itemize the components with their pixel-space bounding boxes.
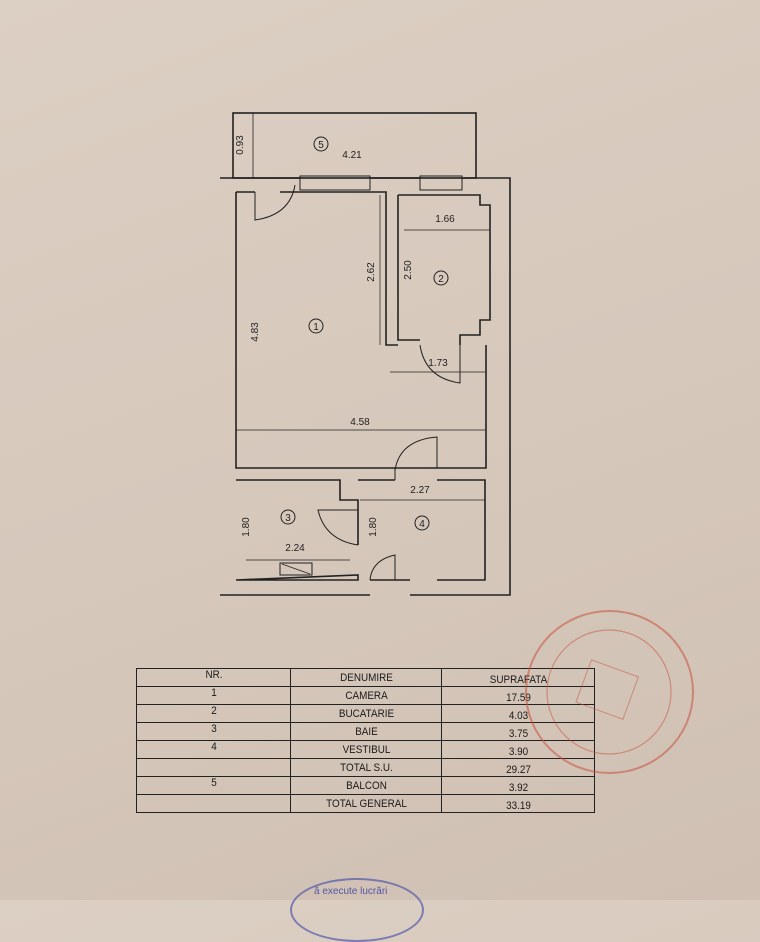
room-marker-2 <box>433 270 449 286</box>
header-suprafata: SUPRAFATA <box>448 668 588 687</box>
cell-name: TOTAL S.U. <box>297 758 435 777</box>
dim-room1-width: 4.58 <box>350 417 370 428</box>
room-number-3: 3 <box>285 513 291 524</box>
cell-area: 4.03 <box>448 704 588 723</box>
cell-nr <box>143 758 284 777</box>
cell-area: 3.92 <box>448 776 588 795</box>
table-row: TOTAL S.U. 29.27 <box>137 758 595 777</box>
blue-stamp-text: ă execute lucrări <box>314 886 388 897</box>
cell-area: 3.75 <box>448 722 588 741</box>
blue-stamp: ă execute lucrări <box>290 878 424 942</box>
cell-name: BUCATARIE <box>297 704 435 723</box>
room-marker-5 <box>313 136 329 152</box>
dim-balcony-depth: 0.93 <box>235 135 246 155</box>
dim-bath-width: 2.24 <box>285 543 305 554</box>
cell-nr <box>143 794 284 813</box>
vestibule-wall <box>358 479 486 581</box>
dim-bath-height: 1.80 <box>241 517 252 537</box>
bath-wall <box>235 479 359 581</box>
header-denumire: DENUMIRE <box>297 668 435 687</box>
cell-name: BAIE <box>297 722 435 741</box>
kitchen-wall <box>397 194 491 345</box>
room-number-4: 4 <box>419 519 425 530</box>
dim-room1-partial: 2.62 <box>366 262 377 282</box>
cell-name: VESTIBUL <box>297 740 435 759</box>
room1-inner-wall <box>235 191 487 469</box>
table-row: 2 BUCATARIE 4.03 <box>137 704 595 723</box>
room-marker-1 <box>308 318 324 334</box>
cell-area: 33.19 <box>448 794 588 813</box>
balcony-outline <box>232 112 477 179</box>
dim-vestibule-height: 1.80 <box>368 517 379 537</box>
room-marker-3 <box>280 509 296 525</box>
dim-kitchen-width: 1.66 <box>435 214 455 225</box>
table-row: TOTAL GENERAL 33.19 <box>137 794 595 813</box>
table-row: 4 VESTIBUL 3.90 <box>137 740 595 759</box>
cell-nr: 4 <box>143 740 284 759</box>
cell-area: 17.59 <box>448 686 588 705</box>
dim-kitchen-door: 1.73 <box>428 358 448 369</box>
table-row: 1 CAMERA 17.59 <box>137 686 595 705</box>
cell-nr: 5 <box>143 776 284 795</box>
dim-vestibule-width: 2.27 <box>410 485 430 496</box>
room-marker-4 <box>414 515 430 531</box>
cell-nr: 2 <box>143 704 284 723</box>
table-row: 3 BAIE 3.75 <box>137 722 595 741</box>
table-row: 5 BALCON 3.92 <box>137 776 595 795</box>
cell-area: 3.90 <box>448 740 588 759</box>
area-table: NR. DENUMIRE SUPRAFATA 1 CAMERA 17.59 2 BUC… <box>136 668 595 813</box>
outer-wall <box>220 177 511 596</box>
dim-kitchen-height: 2.50 <box>403 260 414 280</box>
cell-nr: 3 <box>143 722 284 741</box>
header-nr: NR. <box>143 668 284 687</box>
cell-name: TOTAL GENERAL <box>297 794 435 813</box>
room-number-1: 1 <box>313 322 319 333</box>
dim-balcony-width: 4.21 <box>342 150 362 161</box>
dim-room1-height: 4.83 <box>250 322 261 342</box>
cell-area: 29.27 <box>448 758 588 777</box>
table-header-row: NR. DENUMIRE SUPRAFATA <box>137 668 595 687</box>
room-number-5: 5 <box>318 140 324 151</box>
room-number-2: 2 <box>438 274 444 285</box>
cell-name: CAMERA <box>297 686 435 705</box>
cell-nr: 1 <box>143 686 284 705</box>
floor-plan: 0.93 5 4.21 1.66 2.62 2.50 2 4.83 1 1.73… <box>220 112 511 596</box>
cell-name: BALCON <box>297 776 435 795</box>
